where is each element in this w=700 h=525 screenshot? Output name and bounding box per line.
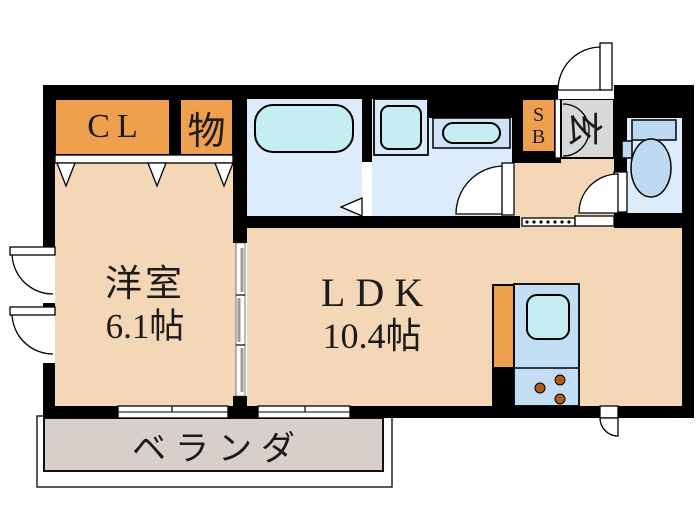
veranda-floor bbox=[43, 417, 384, 472]
wall-right bbox=[682, 85, 694, 418]
toilet-tank bbox=[631, 119, 677, 141]
wall-top-right bbox=[614, 85, 694, 99]
washroom-door-leaf bbox=[501, 162, 515, 216]
wall-washroom-bottom bbox=[233, 216, 520, 228]
folding-door-marker-1 bbox=[56, 162, 76, 188]
bath-folding-door-marker bbox=[339, 197, 363, 217]
shoe-box-door-arc bbox=[562, 103, 590, 157]
window-left-gap-2 bbox=[43, 310, 55, 363]
window-left-gap-1 bbox=[43, 250, 55, 303]
folding-door-marker-3 bbox=[214, 162, 234, 188]
storage-box bbox=[179, 98, 234, 156]
wall-bottom-4 bbox=[618, 406, 694, 418]
closet-cl-box bbox=[54, 98, 171, 156]
vanity-basin bbox=[442, 122, 501, 144]
wall-kitchen-block bbox=[492, 368, 514, 406]
window-casement-leaf-2 bbox=[9, 306, 56, 316]
wall-bottom-3 bbox=[350, 406, 600, 418]
wall-western-bath bbox=[233, 99, 247, 243]
closet-door-track bbox=[54, 154, 234, 164]
room-ldk-floor bbox=[247, 228, 682, 406]
sliding-panel-3 bbox=[240, 348, 244, 392]
wall-below-shoebox bbox=[512, 152, 561, 163]
wall-left-upper bbox=[43, 85, 55, 250]
window-casement-leaf-1 bbox=[9, 246, 56, 256]
bath-door-gap bbox=[362, 162, 372, 216]
washroom-door-arc bbox=[455, 165, 505, 215]
wall-bath-washroom bbox=[362, 99, 372, 162]
wall-toilet-left-upper bbox=[614, 99, 627, 172]
entrance-step-plain bbox=[574, 215, 615, 227]
folding-door-marker-2 bbox=[147, 162, 167, 188]
entrance-step-dots bbox=[525, 220, 571, 224]
stove-burner-3 bbox=[554, 393, 566, 405]
entrance-door-leaf bbox=[599, 42, 613, 91]
toilet-flush-lever bbox=[621, 140, 633, 159]
wall-toilet-bottom bbox=[627, 213, 682, 228]
sliding-panel-1 bbox=[240, 248, 244, 292]
toilet-door-arc bbox=[578, 173, 619, 214]
stove-burner-2 bbox=[554, 374, 566, 386]
kitchen-counter bbox=[492, 284, 515, 369]
stove-burner-1 bbox=[534, 382, 546, 394]
wall-partition-stub bbox=[233, 396, 247, 418]
toilet-bowl bbox=[630, 138, 672, 198]
wall-top-left bbox=[43, 85, 558, 99]
shoe-box bbox=[521, 98, 556, 153]
wall-above-vanity bbox=[428, 99, 512, 118]
kitchen-sink bbox=[526, 294, 570, 340]
room-western-floor bbox=[55, 160, 236, 406]
wall-toilet-left-lower bbox=[614, 212, 627, 228]
window-casement-arc-2 bbox=[11, 312, 54, 355]
wall-above-toilet bbox=[614, 99, 682, 118]
bathtub bbox=[254, 104, 354, 153]
window-casement-arc-1 bbox=[11, 252, 54, 295]
wall-closet-divider bbox=[170, 99, 180, 155]
entrance-genkan-box bbox=[560, 98, 615, 159]
entrance-door-arc bbox=[557, 46, 602, 91]
washing-machine bbox=[380, 105, 422, 150]
wall-washroom-right bbox=[512, 99, 522, 152]
service-door-arc bbox=[599, 417, 619, 437]
service-door-gap bbox=[599, 405, 619, 419]
wall-bottom-1 bbox=[43, 406, 118, 418]
wall-left-lower bbox=[43, 363, 55, 418]
sliding-panel-2 bbox=[237, 298, 241, 342]
